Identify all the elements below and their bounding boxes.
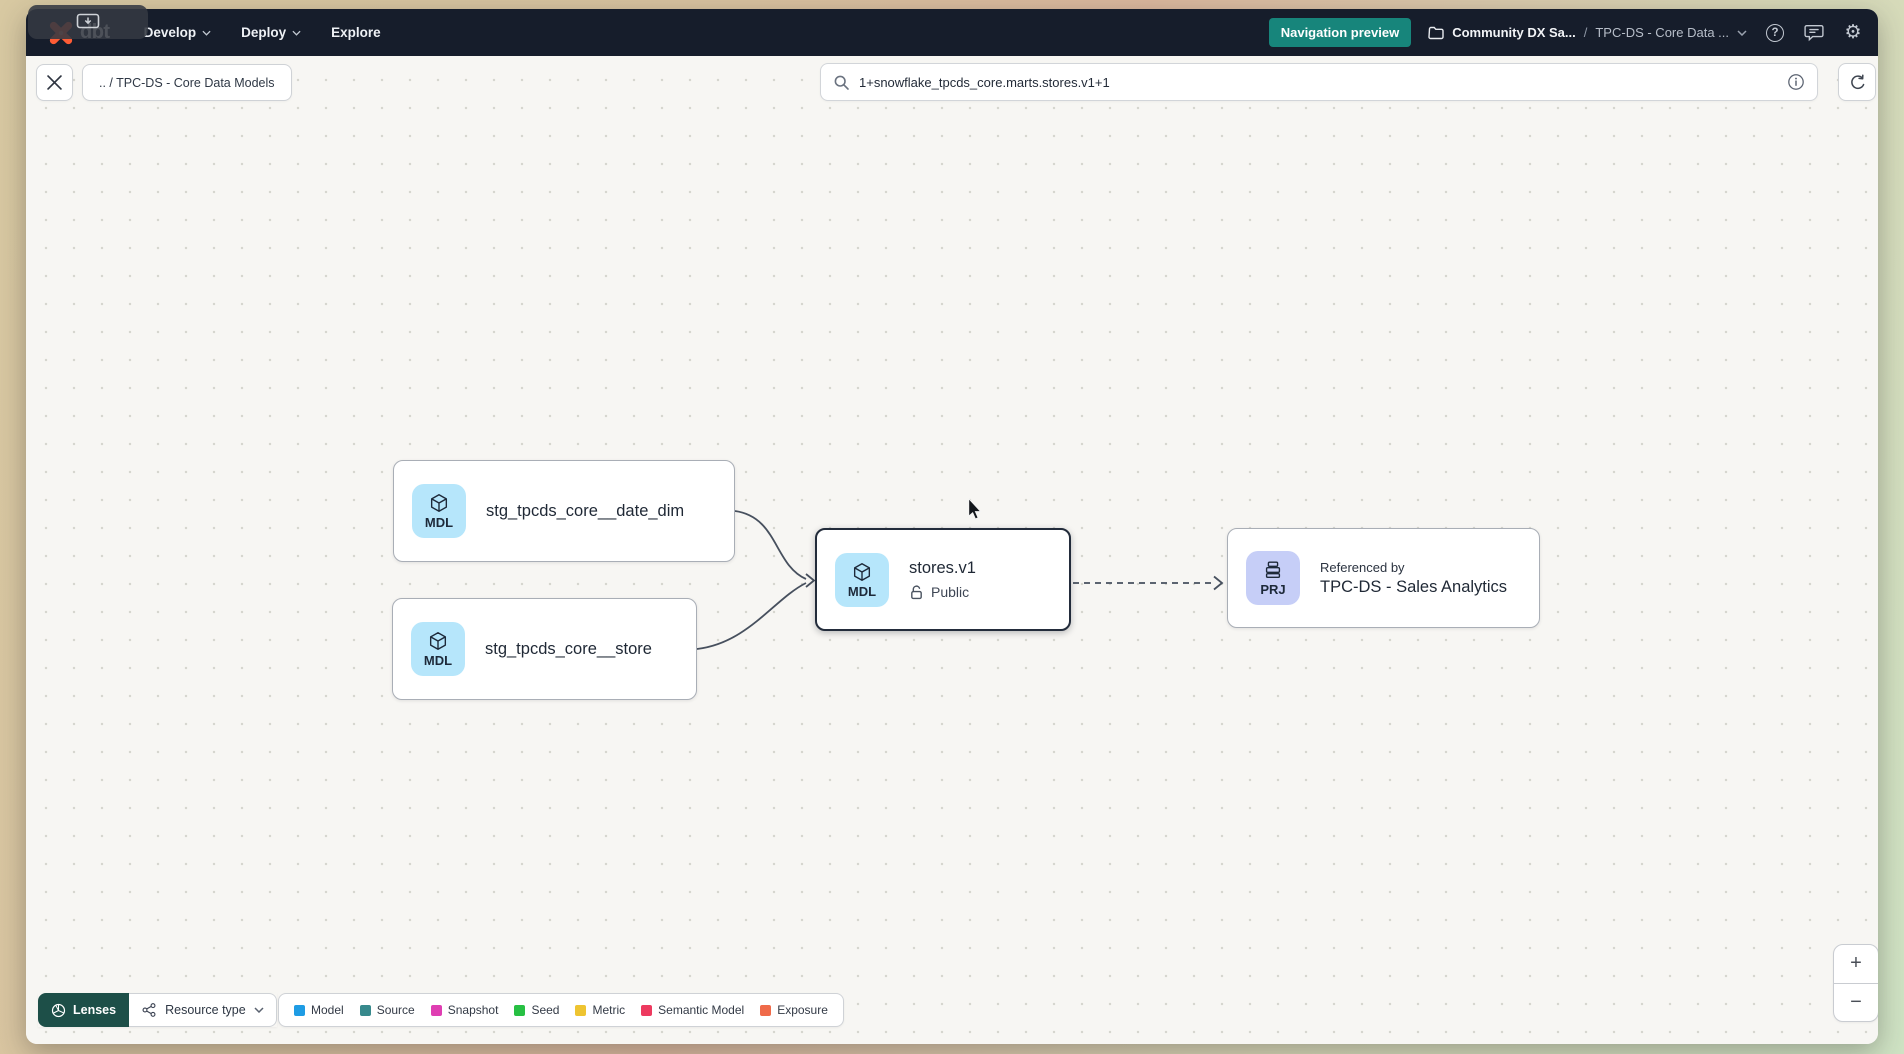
- help-icon: ?: [1766, 23, 1784, 42]
- screen-share-indicator: [28, 5, 148, 39]
- feedback-button[interactable]: [1803, 22, 1825, 44]
- legend-label: Model: [311, 1003, 344, 1017]
- nav-item-explore[interactable]: Explore: [331, 25, 381, 40]
- badge-code: MDL: [423, 653, 453, 668]
- access-label: Public: [931, 584, 970, 600]
- node-text-block: Referenced by TPC-DS - Sales Analytics: [1320, 560, 1507, 597]
- node-label: stg_tpcds_core__store: [485, 639, 652, 658]
- top-navbar: dbt Develop Deploy Explore Navigation pr…: [26, 9, 1878, 56]
- zoom-controls: + −: [1833, 944, 1878, 1022]
- legend-label: Exposure: [777, 1003, 828, 1017]
- legend-swatch: [430, 1004, 442, 1016]
- refresh-icon: [1850, 74, 1864, 89]
- legend-swatch: [294, 1004, 305, 1016]
- legend-swatch: [760, 1004, 772, 1016]
- legend-swatch: [641, 1004, 653, 1016]
- node-subtitle: Referenced by: [1320, 559, 1405, 575]
- node-referenced-by-project[interactable]: PRJ Referenced by TPC-DS - Sales Analyti…: [1227, 528, 1540, 628]
- feedback-bubble-icon: [1804, 25, 1824, 42]
- nav-item-label: Explore: [331, 25, 381, 40]
- legend-item-exposure: Exposure: [760, 1003, 828, 1017]
- node-stg-tpcds-core-store[interactable]: MDL stg_tpcds_core__store: [392, 598, 697, 700]
- gear-icon: ⚙: [1844, 22, 1862, 43]
- legend-item-semantic-model: Semantic Model: [641, 1003, 744, 1017]
- chevron-down-icon: [292, 30, 301, 36]
- project-name: TPC-DS - Core Data ...: [1595, 25, 1729, 40]
- refresh-lineage-button[interactable]: [1838, 63, 1876, 101]
- legend-swatch: [359, 1004, 371, 1016]
- lenses-label: Lenses: [73, 1003, 117, 1017]
- legend-item-seed: Seed: [514, 1003, 559, 1017]
- search-icon: [834, 75, 849, 90]
- node-label: stg_tpcds_core__date_dim: [486, 501, 685, 520]
- nav-item-label: Deploy: [241, 25, 287, 40]
- legend-swatch: [514, 1004, 526, 1016]
- chevron-down-icon: [1737, 29, 1747, 36]
- legend-item-snapshot: Snapshot: [430, 1003, 499, 1017]
- node-stg-tpcds-core-date-dim[interactable]: MDL stg_tpcds_core__date_dim: [393, 460, 735, 562]
- nav-right: Navigation preview Community DX Sa... / …: [1268, 18, 1864, 47]
- legend-label: Seed: [531, 1003, 560, 1017]
- project-badge: PRJ: [1246, 551, 1300, 605]
- app-window: dbt Develop Deploy Explore Navigation pr…: [26, 9, 1878, 1044]
- lenses-button[interactable]: Lenses: [38, 993, 130, 1027]
- resource-type-icon: [142, 1003, 156, 1017]
- chevron-down-icon: [202, 30, 211, 36]
- node-label: TPC-DS - Sales Analytics: [1320, 577, 1508, 596]
- search-input[interactable]: [859, 74, 1778, 90]
- cube-icon: [853, 562, 871, 581]
- legend-label: Source: [376, 1003, 415, 1017]
- legend-swatch: [575, 1004, 587, 1016]
- model-badge: MDL: [411, 622, 465, 676]
- nav-item-label: Develop: [143, 25, 197, 40]
- settings-button[interactable]: ⚙: [1842, 22, 1864, 44]
- project-stack-icon: [1265, 561, 1281, 579]
- cube-icon: [430, 494, 448, 512]
- display-icon: [76, 13, 100, 29]
- legend-label: Snapshot: [447, 1003, 499, 1017]
- badge-code: MDL: [847, 583, 877, 599]
- node-label: stores.v1: [909, 559, 976, 577]
- close-lineage-button[interactable]: [36, 64, 73, 101]
- badge-code: MDL: [424, 515, 454, 530]
- lineage-search: [820, 63, 1818, 101]
- resource-type-legend: Model Source Snapshot Seed Metric Semant…: [278, 993, 844, 1027]
- badge-code: PRJ: [1260, 582, 1286, 597]
- resource-type-label: Resource type: [165, 1003, 246, 1017]
- legend-item-source: Source: [359, 1003, 415, 1017]
- zoom-in-button[interactable]: +: [1834, 945, 1878, 984]
- cube-icon: [429, 632, 447, 650]
- nav-item-develop[interactable]: Develop: [144, 25, 212, 40]
- model-badge: MDL: [835, 552, 889, 607]
- legend-item-model: Model: [294, 1003, 344, 1017]
- folder-icon: [1428, 26, 1444, 39]
- nav-item-deploy[interactable]: Deploy: [241, 25, 301, 40]
- lenses-icon: [51, 1003, 66, 1017]
- model-badge: MDL: [412, 484, 466, 538]
- account-name: Community DX Sa...: [1452, 25, 1576, 40]
- node-access: Public: [909, 584, 976, 600]
- close-icon: [47, 75, 62, 90]
- info-icon[interactable]: [1787, 73, 1805, 91]
- lineage-breadcrumb[interactable]: .. / TPC-DS - Core Data Models: [82, 64, 292, 101]
- help-button[interactable]: ?: [1764, 22, 1786, 44]
- zoom-out-button[interactable]: −: [1850, 990, 1862, 1013]
- account-breadcrumb[interactable]: Community DX Sa... / TPC-DS - Core Data …: [1428, 25, 1747, 40]
- navigation-preview-badge[interactable]: Navigation preview: [1268, 18, 1412, 47]
- lens-controls: Lenses Resource type: [38, 993, 277, 1027]
- legend-item-metric: Metric: [575, 1003, 625, 1017]
- lock-open-icon: [911, 585, 922, 600]
- node-stores-v1[interactable]: MDL stores.v1 Public: [815, 528, 1071, 631]
- resource-type-dropdown[interactable]: Resource type: [129, 993, 277, 1027]
- legend-label: Semantic Model: [658, 1003, 745, 1017]
- legend-label: Metric: [592, 1003, 626, 1017]
- node-text-block: stores.v1 Public: [909, 559, 976, 600]
- breadcrumb-separator: /: [1583, 25, 1588, 40]
- nav-menu: Develop Deploy Explore: [144, 25, 381, 40]
- chevron-down-icon: [254, 1007, 264, 1013]
